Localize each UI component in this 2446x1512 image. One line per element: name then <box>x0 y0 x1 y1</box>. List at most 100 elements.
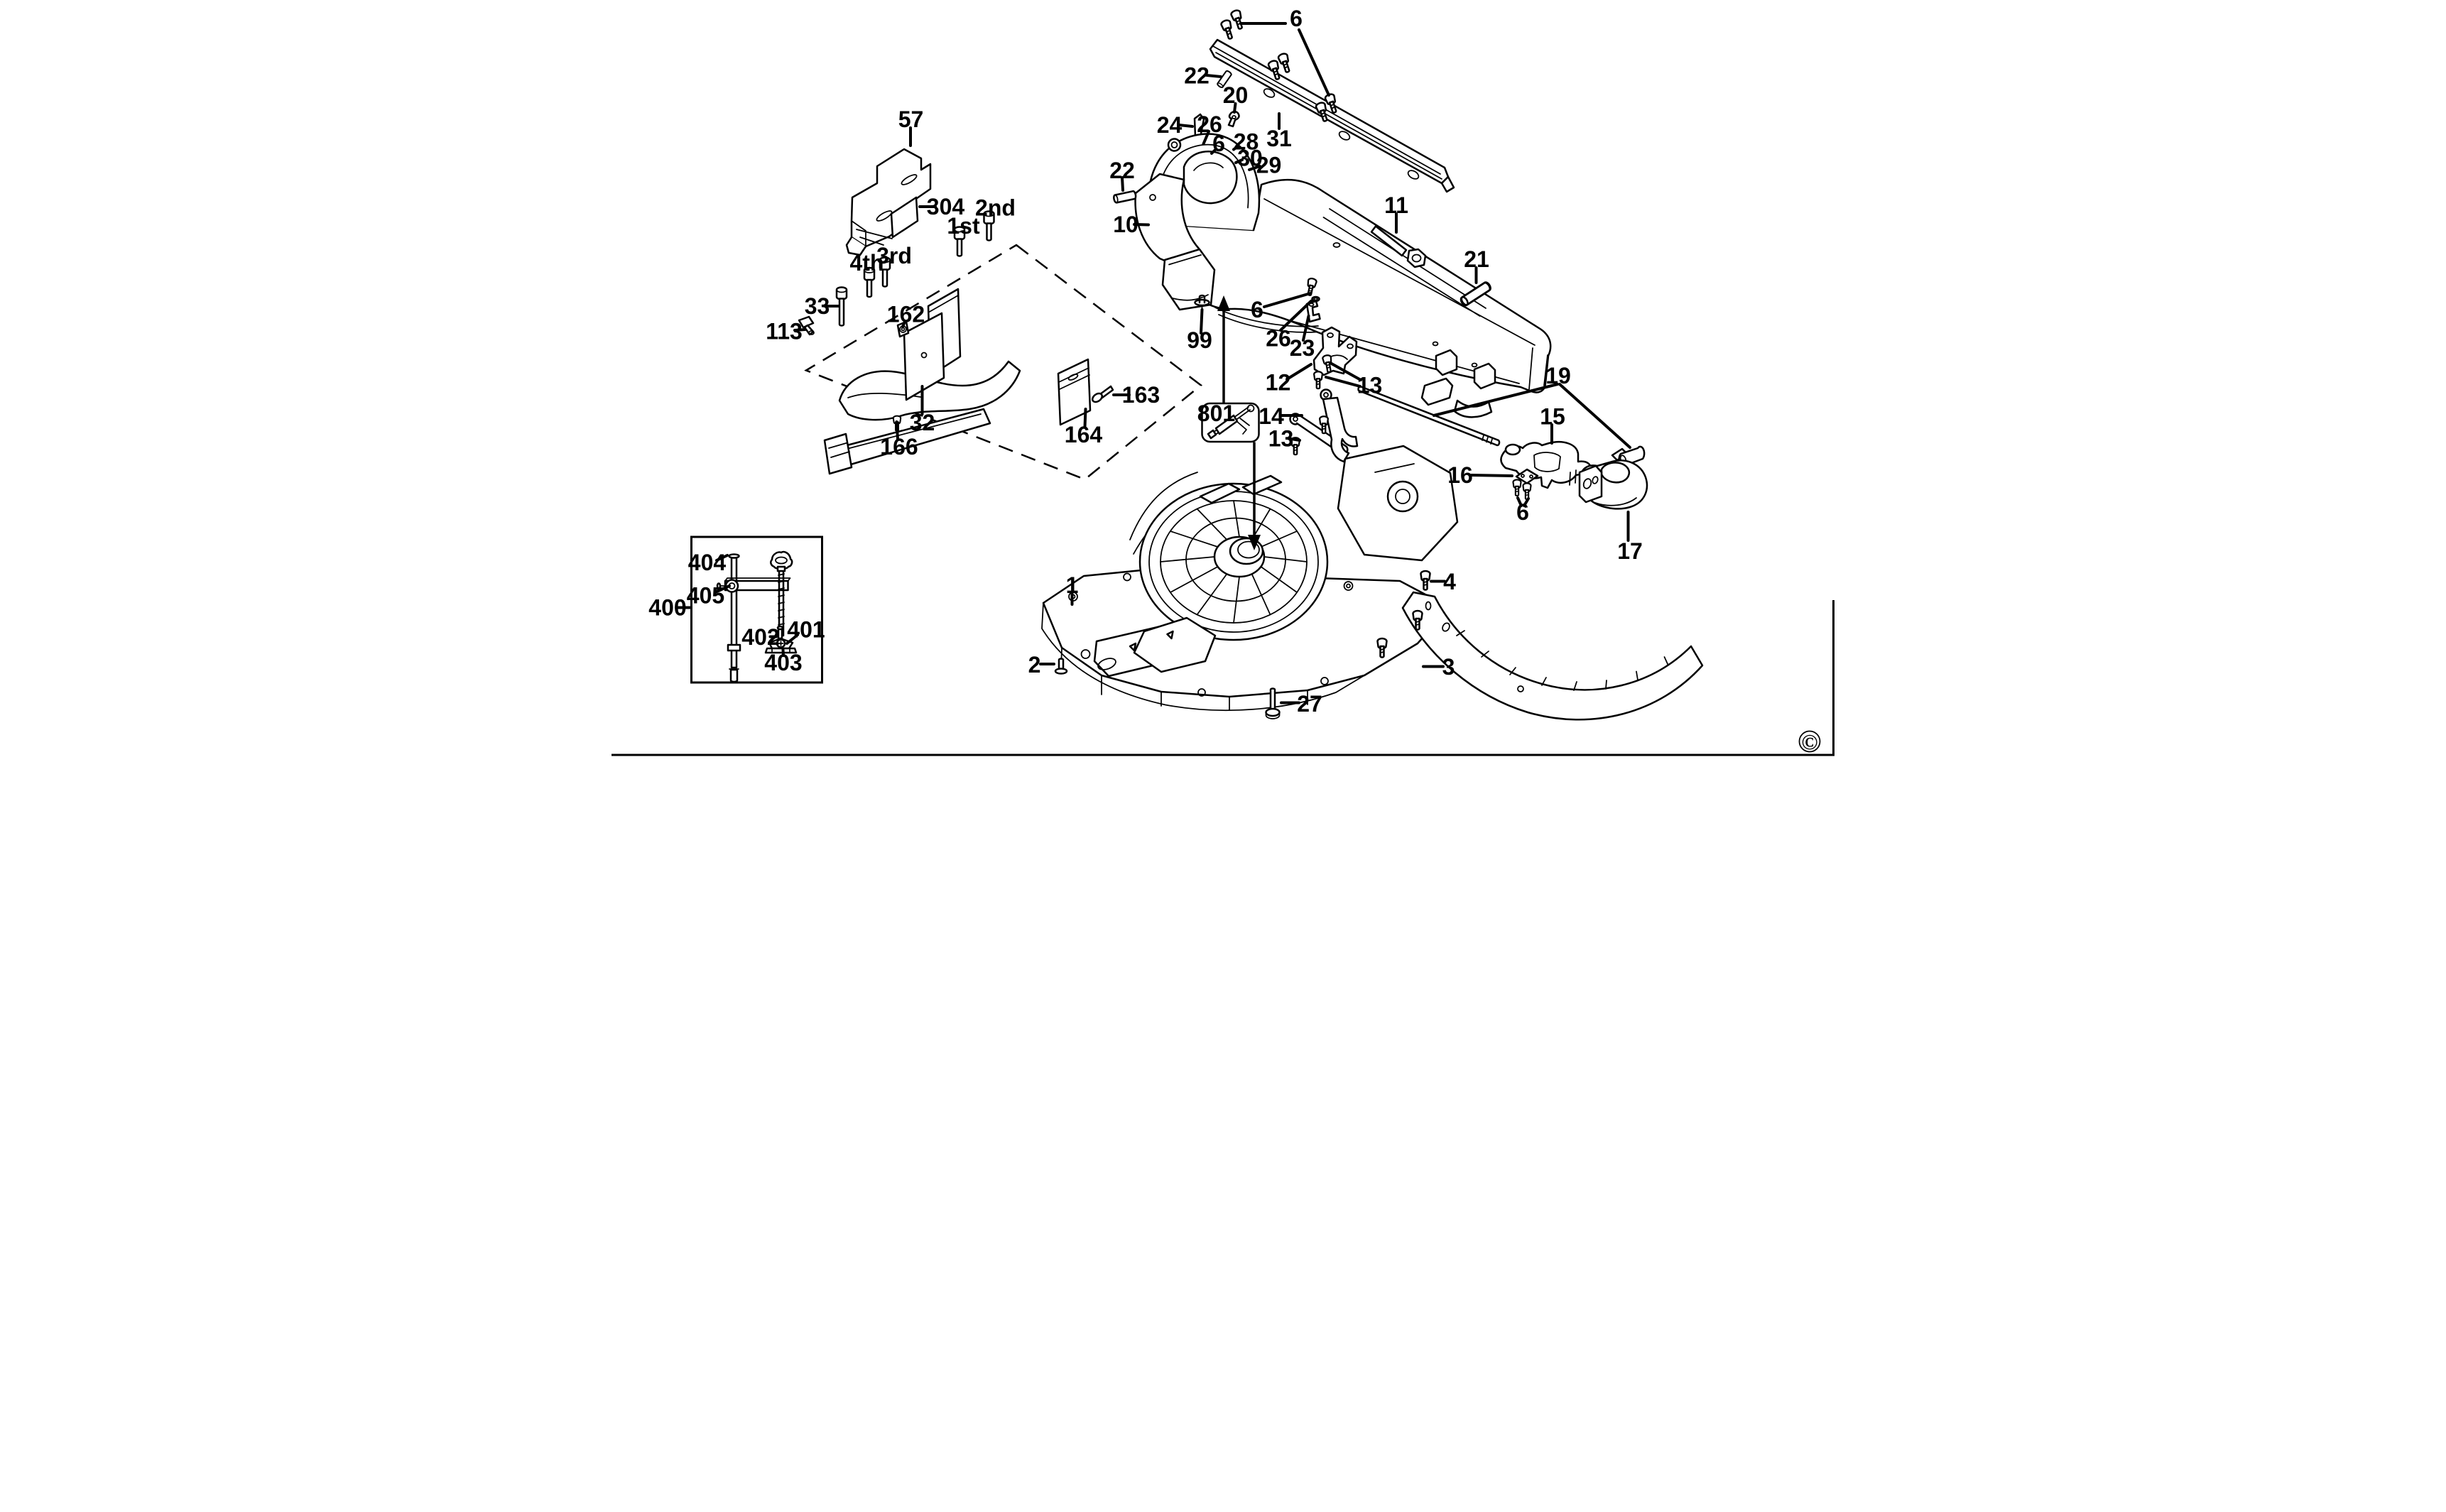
leader-line <box>1279 300 1312 332</box>
callout-6: 6 <box>1251 297 1263 322</box>
callout-400: 400 <box>648 595 686 621</box>
callout-11: 11 <box>1384 192 1408 218</box>
leader-line <box>1516 496 1523 507</box>
callout-401: 401 <box>787 617 825 643</box>
callout-164: 164 <box>1065 422 1103 447</box>
callout-22: 22 <box>1184 63 1210 89</box>
leader-line <box>714 584 731 594</box>
leader-line <box>1433 383 1559 417</box>
exploded-parts-diagram: 622202426628302931573041st2nd3rd4th33113… <box>612 0 1835 756</box>
wrench-icon <box>1207 404 1255 440</box>
leader-line <box>1200 308 1204 335</box>
screw-6 <box>1512 479 1522 497</box>
bevel-tower <box>1337 445 1459 562</box>
callout-33: 33 <box>805 293 830 319</box>
callout-4: 4 <box>1443 569 1456 594</box>
screw-27 <box>1265 687 1281 719</box>
pin-22 <box>1112 190 1138 205</box>
callout-22: 22 <box>1109 158 1135 183</box>
plate-16 <box>1515 468 1539 484</box>
saw-arm-10 <box>1134 133 1552 418</box>
callout-16: 16 <box>1447 462 1473 488</box>
leader-line <box>1558 383 1631 449</box>
arrow-head <box>1217 295 1230 311</box>
callout-2nd: 2nd <box>975 195 1016 221</box>
callout-28: 28 <box>1234 129 1259 155</box>
leader-line <box>1263 292 1312 308</box>
dust-chute-part <box>823 360 1021 475</box>
callout-1st: 1st <box>947 213 980 239</box>
dust-chute-assembly-box <box>804 244 1203 481</box>
leader-line <box>1205 74 1222 78</box>
callout-26: 26 <box>1266 326 1291 352</box>
detent-plate-3 <box>1401 591 1704 721</box>
leader-line <box>1133 223 1150 227</box>
callout-162: 162 <box>887 302 925 327</box>
callout-14: 14 <box>1259 403 1284 429</box>
callout-404: 404 <box>688 550 727 575</box>
leader-line <box>1302 315 1310 342</box>
copyright-symbol: © <box>1801 729 1817 754</box>
leader-line <box>1285 363 1312 381</box>
clamp-rod-404 <box>727 553 741 683</box>
knob-17 <box>1578 459 1648 510</box>
clamp-foot-401-403 <box>764 637 798 654</box>
leader-line <box>1083 408 1087 428</box>
screw-4 <box>1420 570 1431 591</box>
callout-26: 26 <box>1197 112 1222 137</box>
thumbscrew-163 <box>1091 385 1114 403</box>
screw-6 <box>1276 51 1293 75</box>
fitting-113 <box>798 315 815 336</box>
arrow-head <box>1248 535 1261 550</box>
plate-164 <box>1057 358 1092 426</box>
fork-lever <box>1320 388 1359 463</box>
callout-1: 1 <box>1066 572 1079 598</box>
callout-166: 166 <box>880 434 918 459</box>
callout-2: 2 <box>1028 652 1041 678</box>
callout-57: 57 <box>898 107 924 132</box>
callout-30: 30 <box>1237 146 1263 171</box>
callout-31: 31 <box>1266 126 1292 151</box>
leader-line <box>1470 474 1513 477</box>
callout-402: 402 <box>741 624 779 650</box>
callout-24: 24 <box>1157 112 1183 138</box>
leader-line <box>1202 130 1210 146</box>
screw-13 <box>1313 371 1323 390</box>
callout-15: 15 <box>1540 404 1565 430</box>
leader-line <box>1233 102 1237 114</box>
callout-23: 23 <box>1290 335 1315 361</box>
callout-32: 32 <box>910 410 935 435</box>
wrench-box-801 <box>1201 402 1260 443</box>
callout-4th: 4th <box>850 250 884 276</box>
callout-801: 801 <box>1197 401 1235 426</box>
callout-304: 304 <box>927 194 965 219</box>
leader-line <box>1210 148 1217 155</box>
callout-12: 12 <box>1266 370 1291 396</box>
callout-403: 403 <box>764 650 802 675</box>
screw-6 <box>1219 18 1236 41</box>
leader-line <box>715 554 729 562</box>
leader-line <box>1523 497 1530 507</box>
leader-line <box>1298 28 1330 97</box>
clamp-threaded-rod <box>770 550 793 637</box>
label-plate-304 <box>890 196 919 239</box>
callout-10: 10 <box>1113 212 1138 237</box>
bolt-11 <box>1370 225 1427 268</box>
callout-6: 6 <box>1290 6 1303 31</box>
clip-20 <box>1227 111 1240 128</box>
callout-13: 13 <box>1268 426 1294 452</box>
clamp-box-400 <box>690 535 823 684</box>
leader-line <box>1232 145 1239 151</box>
callout-405: 405 <box>687 583 724 609</box>
screw-6 <box>1229 8 1246 31</box>
callout-3rd: 3rd <box>876 243 912 268</box>
leader-line <box>1234 158 1244 164</box>
turntable-wheel <box>1133 474 1329 673</box>
cap-screw-99 <box>1194 294 1210 309</box>
callout-6: 6 <box>1516 499 1529 525</box>
callout-3: 3 <box>1442 654 1455 680</box>
leader-line <box>1329 361 1362 381</box>
leader-line <box>786 633 799 645</box>
